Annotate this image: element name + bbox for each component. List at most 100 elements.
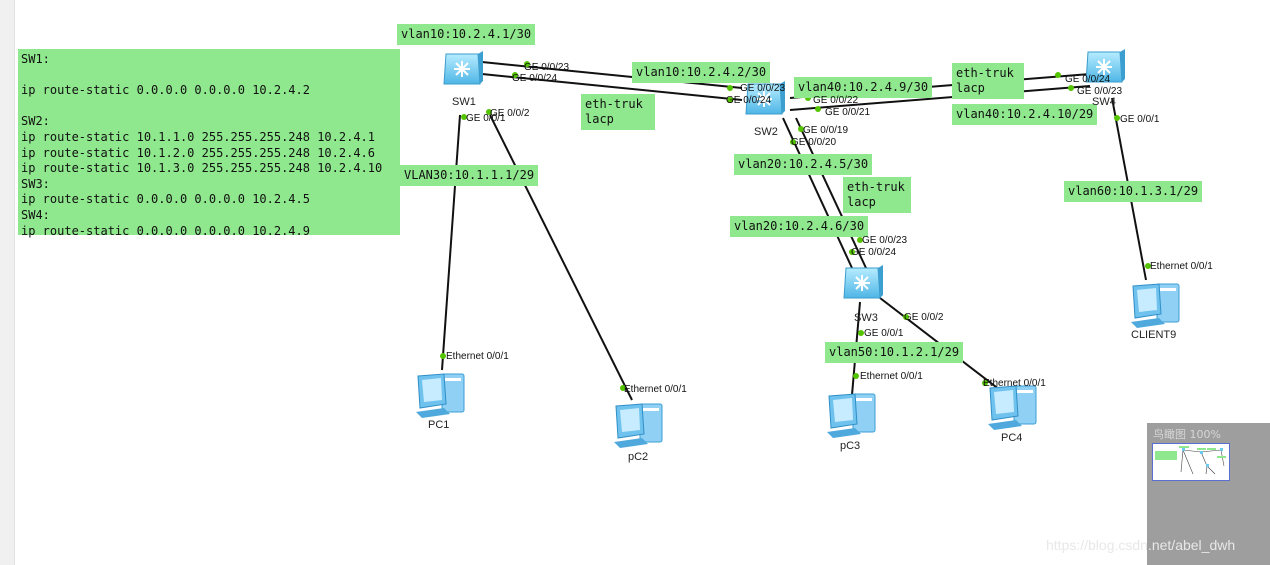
port-dot: [982, 380, 988, 386]
switch-sw1[interactable]: [442, 48, 484, 94]
switch-sw2[interactable]: [744, 78, 786, 124]
port-label: GE 0/0/1: [1120, 114, 1160, 125]
port-dot: [727, 85, 733, 91]
port-label: Ethernet 0/0/1: [983, 378, 1046, 389]
link-sw1-pc1: [441, 114, 461, 371]
pc-pc4[interactable]: [986, 380, 1040, 434]
minimap-panel[interactable]: 鸟瞰图 100%: [1147, 423, 1270, 565]
device-label-client9: CLIENT9: [1131, 329, 1177, 341]
config-line: [21, 68, 396, 84]
port-dot: [512, 72, 518, 78]
port-dot: [461, 114, 467, 120]
label-ethtrunk-sw1-sw2: eth-truk lacp: [581, 94, 655, 130]
port-dot: [486, 109, 492, 115]
pc-pc3[interactable]: [825, 388, 879, 442]
config-line: SW2:: [21, 114, 50, 129]
port-label: GE 0/0/1: [466, 113, 506, 124]
port-dot: [853, 373, 859, 379]
port-dot: [857, 237, 863, 243]
port-label: GE 0/0/22: [813, 95, 859, 106]
port-label: GE 0/0/21: [825, 107, 871, 118]
watermark-text: https://blog.csdn.net/abel_dwh: [1046, 537, 1236, 553]
device-label-sw1: SW1: [452, 96, 476, 108]
pc-pc2[interactable]: [612, 398, 666, 452]
link-sw1-sw2-b: [481, 73, 743, 101]
port-label: GE 0/0/23: [862, 235, 908, 246]
left-panel-edge: [0, 0, 15, 565]
label-ethtrunk-sw2-sw3: eth-truk lacp: [843, 177, 911, 213]
label-sw3-vlan50: vlan50:10.1.2.1/29: [825, 342, 964, 363]
config-line: SW3:: [21, 176, 50, 191]
minimap-viewport[interactable]: [1152, 443, 1230, 481]
port-label: GE 0/0/23: [524, 62, 570, 73]
port-dot: [815, 106, 821, 112]
config-line: ip route-static 10.1.1.0 255.255.255.248…: [21, 129, 376, 144]
config-line: [21, 99, 396, 115]
port-dot: [524, 61, 530, 67]
link-sw2-sw4-b: [789, 85, 1091, 111]
config-line: ip route-static 0.0.0.0 0.0.0.0 10.2.4.2: [21, 83, 310, 98]
port-label: GE 0/0/20: [791, 137, 837, 148]
port-dot: [858, 330, 864, 336]
port-dot: [849, 249, 855, 255]
port-dot: [1055, 72, 1061, 78]
config-line: SW4:: [21, 207, 50, 222]
computer-icon: [1131, 283, 1180, 328]
computer-icon: [827, 393, 876, 438]
config-line: ip route-static 0.0.0.0 0.0.0.0 10.2.4.5: [21, 192, 310, 207]
config-line: ip route-static 10.1.3.0 255.255.255.248…: [21, 161, 383, 176]
link-sw2-sw3-b: [795, 117, 867, 269]
pc-pc1[interactable]: [414, 368, 468, 422]
port-label: GE 0/0/24: [851, 247, 897, 258]
label-sw4-vlan60: vlan60:10.1.3.1/29: [1064, 181, 1203, 202]
computer-icon: [416, 373, 465, 418]
port-dot: [727, 97, 733, 103]
port-label: GE 0/0/2: [490, 108, 530, 119]
label-sw4-vlan40: vlan40:10.2.4.10/29: [952, 104, 1098, 125]
label-sw1-vlan30: VLAN30:10.1.1.1/29: [400, 165, 539, 186]
device-label-sw4: SW4: [1092, 96, 1116, 108]
label-ethtrunk-sw2-sw4: eth-truk lacp: [952, 63, 1024, 99]
switch-icon: [745, 81, 785, 115]
label-sw2-vlan10: vlan10:10.2.4.2/30: [632, 62, 771, 83]
link-sw1-pc2: [489, 114, 633, 401]
device-label-sw2: SW2: [754, 126, 778, 138]
label-sw2-vlan20: vlan20:10.2.4.5/30: [734, 154, 873, 175]
config-line: ip route-static 0.0.0.0 0.0.0.0 10.2.4.9: [21, 223, 310, 238]
port-label: Ethernet 0/0/1: [446, 351, 509, 362]
switch-sw3[interactable]: [842, 262, 884, 308]
port-label: GE 0/0/23: [740, 83, 786, 94]
port-label: Ethernet 0/0/1: [1150, 261, 1213, 272]
route-config-text: SW1: ip route-static 0.0.0.0 0.0.0.0 10.…: [18, 49, 400, 238]
config-line: SW1:: [21, 52, 50, 66]
port-label: GE 0/0/23: [1077, 86, 1123, 97]
label-sw2-vlan40: vlan40:10.2.4.9/30: [794, 77, 933, 98]
device-label-sw3: SW3: [854, 312, 878, 324]
switch-icon: [843, 265, 883, 299]
port-dot: [1068, 85, 1074, 91]
minimap-links: [1179, 446, 1226, 475]
port-dot: [1114, 115, 1120, 121]
config-line: ip route-static 10.1.2.0 255.255.255.248…: [21, 145, 376, 160]
port-label: GE 0/0/24: [726, 95, 772, 106]
port-dot: [620, 385, 626, 391]
device-label-pc1: PC1: [428, 419, 450, 431]
port-label: GE 0/0/24: [1065, 74, 1111, 85]
switch-sw4[interactable]: [1084, 46, 1126, 92]
client-client9[interactable]: [1129, 278, 1183, 332]
computer-icon: [614, 403, 663, 448]
port-dot: [1145, 263, 1151, 269]
switch-icon: [1085, 49, 1125, 83]
device-label-pc3: pC3: [840, 440, 861, 452]
port-label: Ethernet 0/0/1: [624, 384, 687, 395]
port-dot: [798, 126, 804, 132]
device-label-pc4: PC4: [1001, 432, 1023, 444]
device-label-pc2: pC2: [628, 451, 649, 463]
computer-icon: [988, 385, 1037, 430]
port-dot: [440, 353, 446, 359]
port-dot: [903, 314, 909, 320]
port-dot: [790, 139, 796, 145]
port-label: GE 0/0/19: [803, 125, 849, 136]
port-label: GE 0/0/1: [864, 328, 904, 339]
